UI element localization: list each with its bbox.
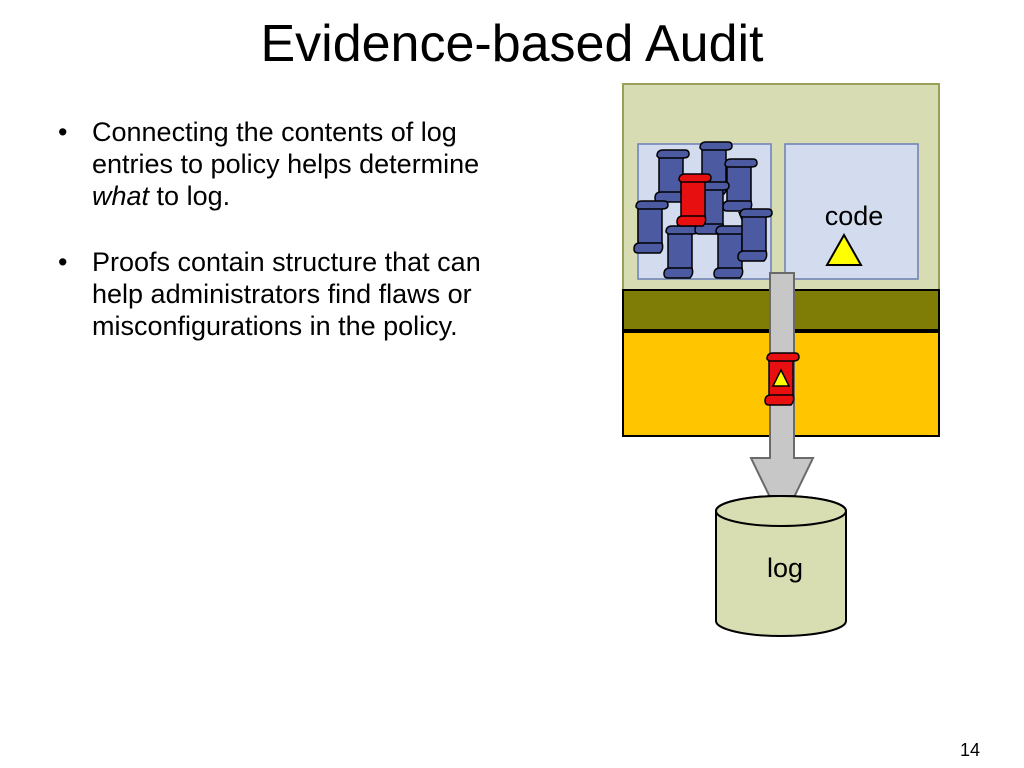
code-box: code [784, 143, 919, 280]
bullet-list: • Connecting the contents of log entries… [50, 116, 510, 376]
code-label: code [825, 201, 884, 231]
evidence-triangle [771, 368, 791, 387]
log-cylinder-top [715, 495, 847, 527]
bullet-item: • Proofs contain structure that can help… [50, 246, 510, 342]
bullet-item: • Connecting the contents of log entries… [50, 116, 510, 212]
code-triangle [825, 232, 863, 266]
bullet-text-end: to log. [149, 181, 231, 211]
bullet-dot: • [58, 247, 68, 277]
log-cylinder: log [715, 495, 847, 637]
bullet-emphasis: what [92, 181, 150, 211]
bullet-text: Proofs contain structure that can help a… [92, 247, 481, 341]
bullet-dot: • [58, 117, 68, 147]
evidence-scroll [764, 352, 800, 406]
bullet-text: Connecting the contents of log entries t… [92, 117, 480, 179]
slide-title: Evidence-based Audit [260, 15, 764, 73]
slide-number: 14 [959, 740, 980, 760]
log-label: log [767, 553, 803, 583]
